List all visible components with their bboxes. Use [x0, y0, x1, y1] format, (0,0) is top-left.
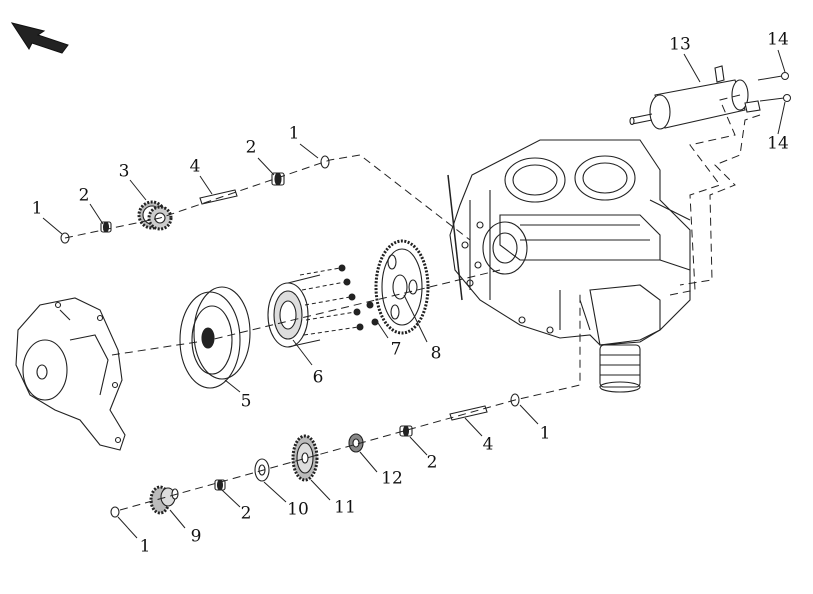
callout-8: 8	[430, 343, 442, 364]
callout-7: 7	[390, 339, 402, 360]
callout-12: 12	[381, 468, 403, 489]
starter-ring-gear	[374, 239, 430, 335]
callout-4-upper: 4	[189, 156, 201, 177]
callout-3: 3	[118, 161, 130, 182]
callout-4-lower: 4	[482, 434, 494, 455]
callout-6: 6	[312, 367, 324, 388]
gear-3	[137, 200, 173, 231]
callout-1-upper-left: 1	[31, 198, 43, 219]
gear-9	[149, 485, 179, 515]
callout-1-lower-right: 1	[539, 423, 551, 444]
engine-crankcase	[447, 139, 691, 393]
callout-14-bottom: 14	[767, 133, 789, 154]
callout-9: 9	[190, 526, 202, 547]
starter-motor	[629, 65, 761, 130]
lower-gear-train	[110, 393, 520, 518]
one-way-clutch	[267, 274, 321, 348]
gear-11	[291, 434, 319, 482]
callout-2-upper-right: 2	[245, 137, 257, 158]
assembly-axis-lines	[64, 94, 761, 511]
starter-mounting-bolts	[757, 72, 791, 102]
flywheel	[179, 286, 251, 389]
front-direction-arrow-icon	[10, 22, 69, 54]
leader-lines	[42, 49, 786, 539]
callout-1-upper-right: 1	[288, 123, 300, 144]
callout-14-top: 14	[767, 29, 789, 50]
callout-2-lower-right: 2	[426, 452, 438, 473]
clutch-bolts	[299, 264, 379, 336]
callout-13: 13	[669, 34, 691, 55]
callout-1-lower-left: 1	[139, 536, 151, 557]
callout-2-upper-left: 2	[78, 185, 90, 206]
callout-10: 10	[287, 499, 309, 520]
callout-11: 11	[334, 497, 356, 518]
upper-gear-train	[60, 155, 330, 244]
callout-5: 5	[240, 391, 252, 412]
callout-2-lower-left: 2	[240, 503, 252, 524]
side-cover	[15, 297, 126, 451]
